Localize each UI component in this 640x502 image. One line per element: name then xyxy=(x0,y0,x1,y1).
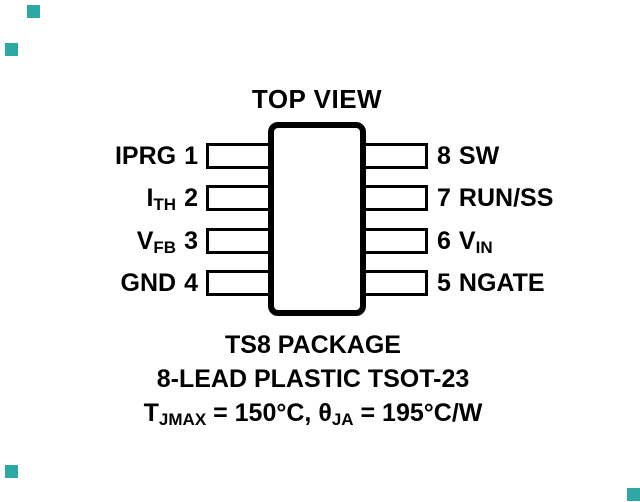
pin-label-3: VFB 3 xyxy=(0,227,198,257)
pin-number: 7 xyxy=(437,184,451,212)
pin-rect-5 xyxy=(360,270,428,296)
thermal-t: T xyxy=(143,399,159,427)
pin-rect-2 xyxy=(206,185,274,211)
pin-name-subscript: TH xyxy=(153,195,177,214)
pin-name: SW xyxy=(458,142,500,170)
pin-number: 6 xyxy=(437,227,451,255)
corner-marker xyxy=(27,5,40,18)
corner-marker xyxy=(5,43,18,56)
thermal-t-subscript: JMAX xyxy=(158,410,207,429)
pin-name: IPRG xyxy=(114,142,177,170)
thermal-theta-value: = 195°C/W xyxy=(353,399,483,427)
pin-name: V xyxy=(458,227,476,255)
thermal-theta-subscript: JA xyxy=(331,410,354,429)
pin-rect-3 xyxy=(206,228,274,254)
pin-number: 4 xyxy=(184,269,198,297)
pin-rect-1 xyxy=(206,143,274,169)
corner-marker xyxy=(627,488,640,501)
pin-name: GND xyxy=(120,269,177,297)
package-description: 8-LEAD PLASTIC TSOT-23 xyxy=(156,365,470,393)
pin-rect-6 xyxy=(360,228,428,254)
pin-rect-7 xyxy=(360,185,428,211)
pin-number: 8 xyxy=(437,142,451,170)
pin-rect-8 xyxy=(360,143,428,169)
pin-name: NGATE xyxy=(458,269,545,297)
pin-number: 3 xyxy=(184,227,198,255)
thermal-theta: θ xyxy=(318,399,332,427)
pin-name: I xyxy=(146,184,154,212)
pin-name: RUN/SS xyxy=(458,184,554,212)
thermal-t-value: = 150°C, xyxy=(206,399,319,427)
pin-number: 2 xyxy=(184,184,198,212)
pin-number: 1 xyxy=(184,142,198,170)
package-name: TS8 PACKAGE xyxy=(225,331,401,359)
pin-name-subscript: FB xyxy=(153,238,177,257)
pin-rect-4 xyxy=(206,270,274,296)
pin-name: V xyxy=(136,227,154,255)
package-captions: TS8 PACKAGE 8-LEAD PLASTIC TSOT-23 TJMAX… xyxy=(63,328,563,437)
pin-name-subscript: IN xyxy=(475,238,493,257)
pin-number: 5 xyxy=(437,269,451,297)
pin-label-2: ITH 2 xyxy=(0,184,198,214)
chip-body xyxy=(268,122,366,316)
thermal-specs: TJMAX = 150°C, θJA = 195°C/W xyxy=(63,396,563,437)
corner-marker xyxy=(5,465,18,478)
diagram-title: TOP VIEW xyxy=(251,84,383,114)
